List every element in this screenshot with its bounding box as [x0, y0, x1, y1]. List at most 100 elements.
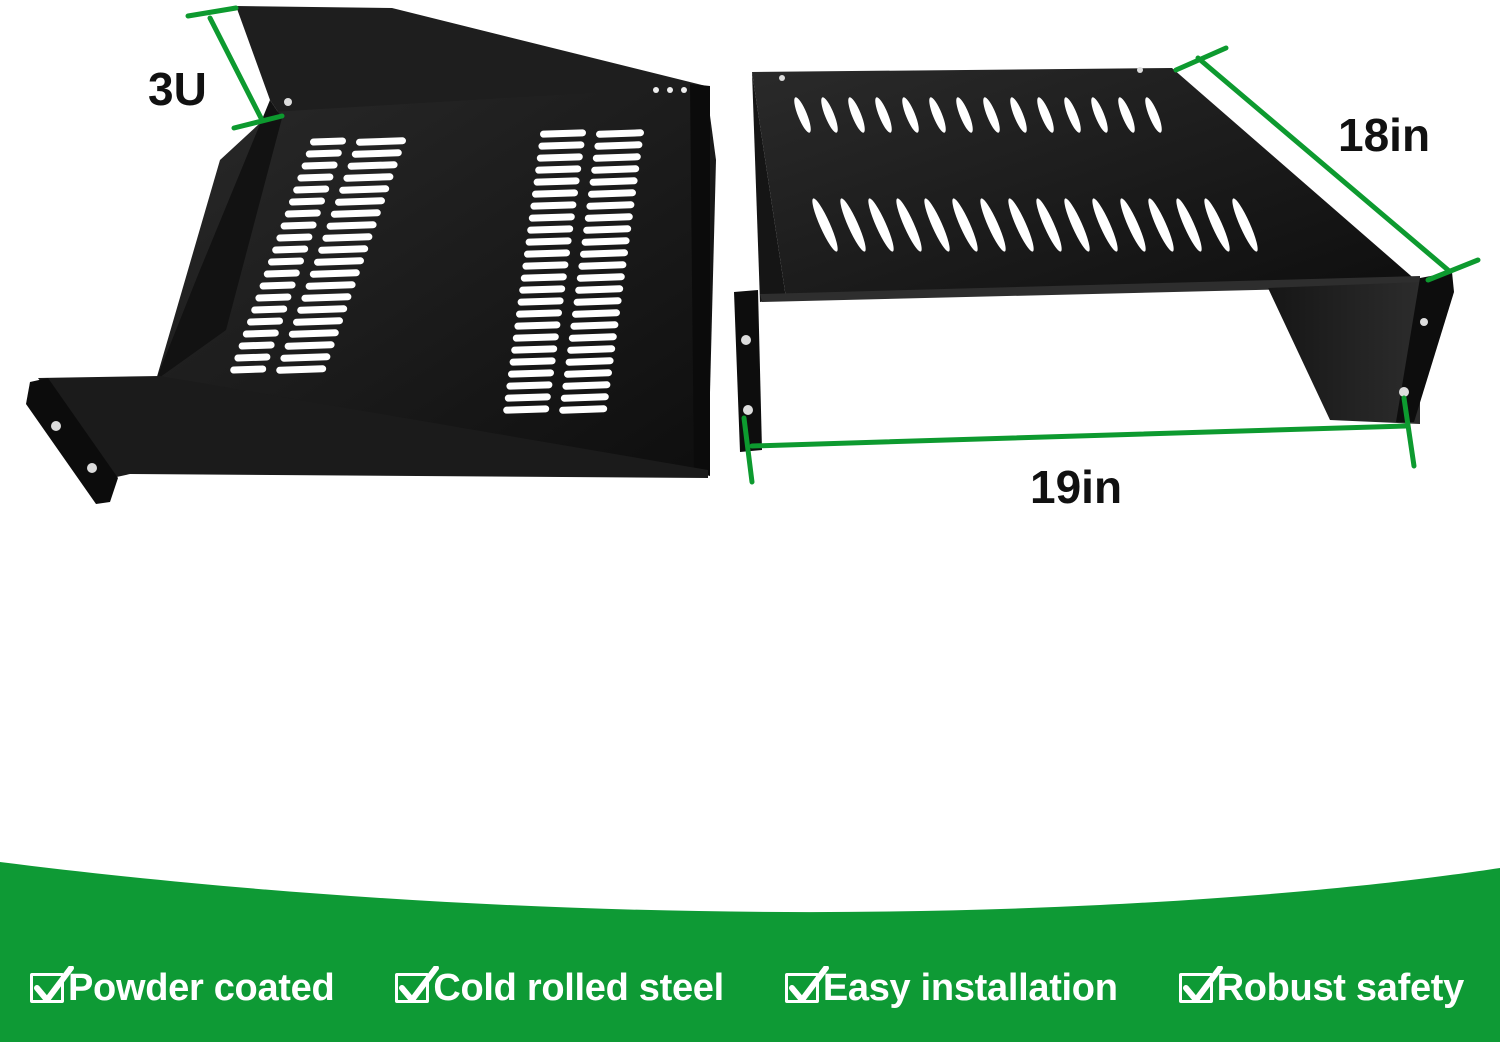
vent-slot [309, 269, 360, 278]
vent-slot [280, 353, 331, 362]
vent-slot [594, 141, 643, 150]
vent-slot [536, 153, 583, 162]
vent-slot [956, 97, 973, 133]
vent-slot [902, 97, 919, 133]
vent-slot [511, 345, 558, 354]
vent-slot [929, 97, 946, 133]
vent-slot [284, 341, 335, 350]
right-shelf-left-ear [734, 290, 762, 452]
checkbox-icon [1178, 966, 1223, 1003]
vent-slot [570, 321, 619, 330]
vent-slot [562, 381, 611, 390]
vent-slot [351, 149, 402, 158]
vent-slot [263, 269, 300, 278]
vent-slot [234, 353, 271, 362]
vent-slot [596, 129, 644, 138]
feature-item: Robust safety [1178, 966, 1464, 1010]
vent-slot [848, 97, 865, 133]
left-shelf-back-wall [236, 6, 706, 118]
vent-slot [572, 309, 620, 318]
vent-slot [565, 357, 614, 366]
right-shelf-front-edge [760, 276, 1420, 302]
vent-slot [318, 245, 369, 254]
vent-slot [339, 185, 390, 194]
vent-slot [301, 161, 338, 170]
feature-item: Easy installation [784, 966, 1118, 1010]
vent-slot [314, 257, 364, 266]
vent-slot [535, 165, 582, 174]
vent-slot [1091, 97, 1108, 133]
vent-slot [1148, 198, 1174, 252]
vent-slot [284, 209, 321, 218]
dimension-line-height [185, 5, 285, 131]
vent-slot [575, 285, 624, 294]
vent-slot [255, 293, 292, 302]
vent-slot [288, 329, 339, 338]
vent-slot [347, 161, 398, 170]
left-shelf-front-lip [38, 376, 708, 478]
vent-slot [506, 381, 553, 390]
vent-slot [242, 329, 279, 338]
vent-slot [1037, 97, 1054, 133]
dimension-line-width [741, 395, 1417, 485]
feature-item: Cold rolled steel [395, 966, 724, 1010]
right-shelf-left-wall [752, 72, 786, 302]
vent-slot [540, 129, 586, 138]
feature-label: Easy installation [822, 966, 1118, 1009]
vent-slot [525, 237, 572, 246]
vent-slot [268, 257, 304, 266]
vent-slot [335, 197, 385, 206]
vent-slot [527, 225, 574, 234]
vent-slot [305, 281, 356, 290]
vent-slot [586, 201, 635, 210]
vent-slot [580, 249, 628, 258]
vent-slot [532, 189, 578, 198]
checkbox-icon [784, 966, 829, 1003]
vent-slot [583, 225, 632, 234]
width-dimension-label: 19in [1030, 461, 1123, 513]
vent-slot [794, 97, 811, 133]
vent-slot [516, 309, 562, 318]
vent-slot [276, 233, 313, 242]
vent-slot [564, 369, 612, 378]
vent-slot [1232, 198, 1258, 252]
left-shelf-vent-slots [230, 129, 644, 414]
vent-slot [584, 213, 633, 222]
left-shelf-front-ear [26, 378, 118, 504]
right-shelf-vent-slots [794, 97, 1258, 252]
vent-slot [330, 209, 381, 218]
vent-slot [520, 273, 567, 282]
vent-slot [504, 393, 551, 402]
vent-slot [1092, 198, 1118, 252]
vent-slot [514, 321, 561, 330]
left-shelf-left-wall [156, 100, 282, 380]
checkbox-icon [395, 966, 440, 1003]
vent-slot [533, 177, 580, 186]
vent-slot [280, 221, 317, 230]
right-shelf-image [734, 67, 1454, 452]
vent-slot [272, 245, 309, 254]
vent-slot [576, 273, 625, 282]
vent-slot [1118, 97, 1135, 133]
height-dimension-label: 3U [148, 63, 207, 115]
vent-slot [980, 198, 1006, 252]
vent-slot [538, 141, 585, 150]
vent-slot [896, 198, 922, 252]
vent-slot [528, 213, 575, 222]
dimension-line-depth [1173, 45, 1481, 283]
feature-label: Cold rolled steel [433, 966, 724, 1009]
vent-slot [983, 97, 1000, 133]
vent-slot [293, 185, 330, 194]
vent-slot [522, 261, 569, 270]
vent-slot [591, 165, 640, 174]
vent-slot [559, 405, 608, 414]
vent-slot [560, 393, 609, 402]
feature-label: Powder coated [68, 966, 335, 1009]
vent-slot [519, 285, 566, 294]
vent-slot [840, 198, 866, 252]
depth-dimension-label: 18in [1338, 109, 1431, 161]
feature-list: Powder coated Cold rolled steel Easy ins… [0, 958, 1500, 1018]
vent-slot [293, 317, 343, 326]
vent-slot [812, 198, 838, 252]
